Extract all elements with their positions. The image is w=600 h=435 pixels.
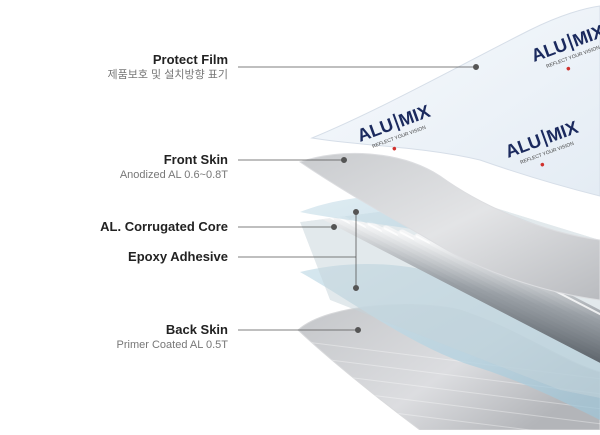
label-title: Front Skin [163,152,228,167]
label-title: Protect Film [152,52,228,67]
front-skin-layer [298,152,600,301]
protect-film-layer [310,5,600,197]
label-subtitle: Primer Coated AL 0.5T [116,339,228,351]
label-corrugated-core: AL. Corrugated Core [100,219,228,235]
label-protect-film: Protect Film 제품보호 및 설치방향 표기 [108,52,229,83]
label-title: Back Skin [165,322,228,337]
leader-lines [238,64,479,333]
label-subtitle: Anodized AL 0.6~0.8T [119,169,228,181]
label-subtitle: 제품보호 및 설치방향 표기 [107,69,229,81]
label-epoxy-adhesive: Epoxy Adhesive [128,249,228,265]
label-back-skin: Back Skin Primer Coated AL 0.5T [117,322,228,353]
epoxy-adhesive-upper-layer [300,195,600,290]
label-title: AL. Corrugated Core [100,219,228,234]
label-title: Epoxy Adhesive [128,249,228,264]
label-front-skin: Front Skin Anodized AL 0.6~0.8T [120,152,228,183]
